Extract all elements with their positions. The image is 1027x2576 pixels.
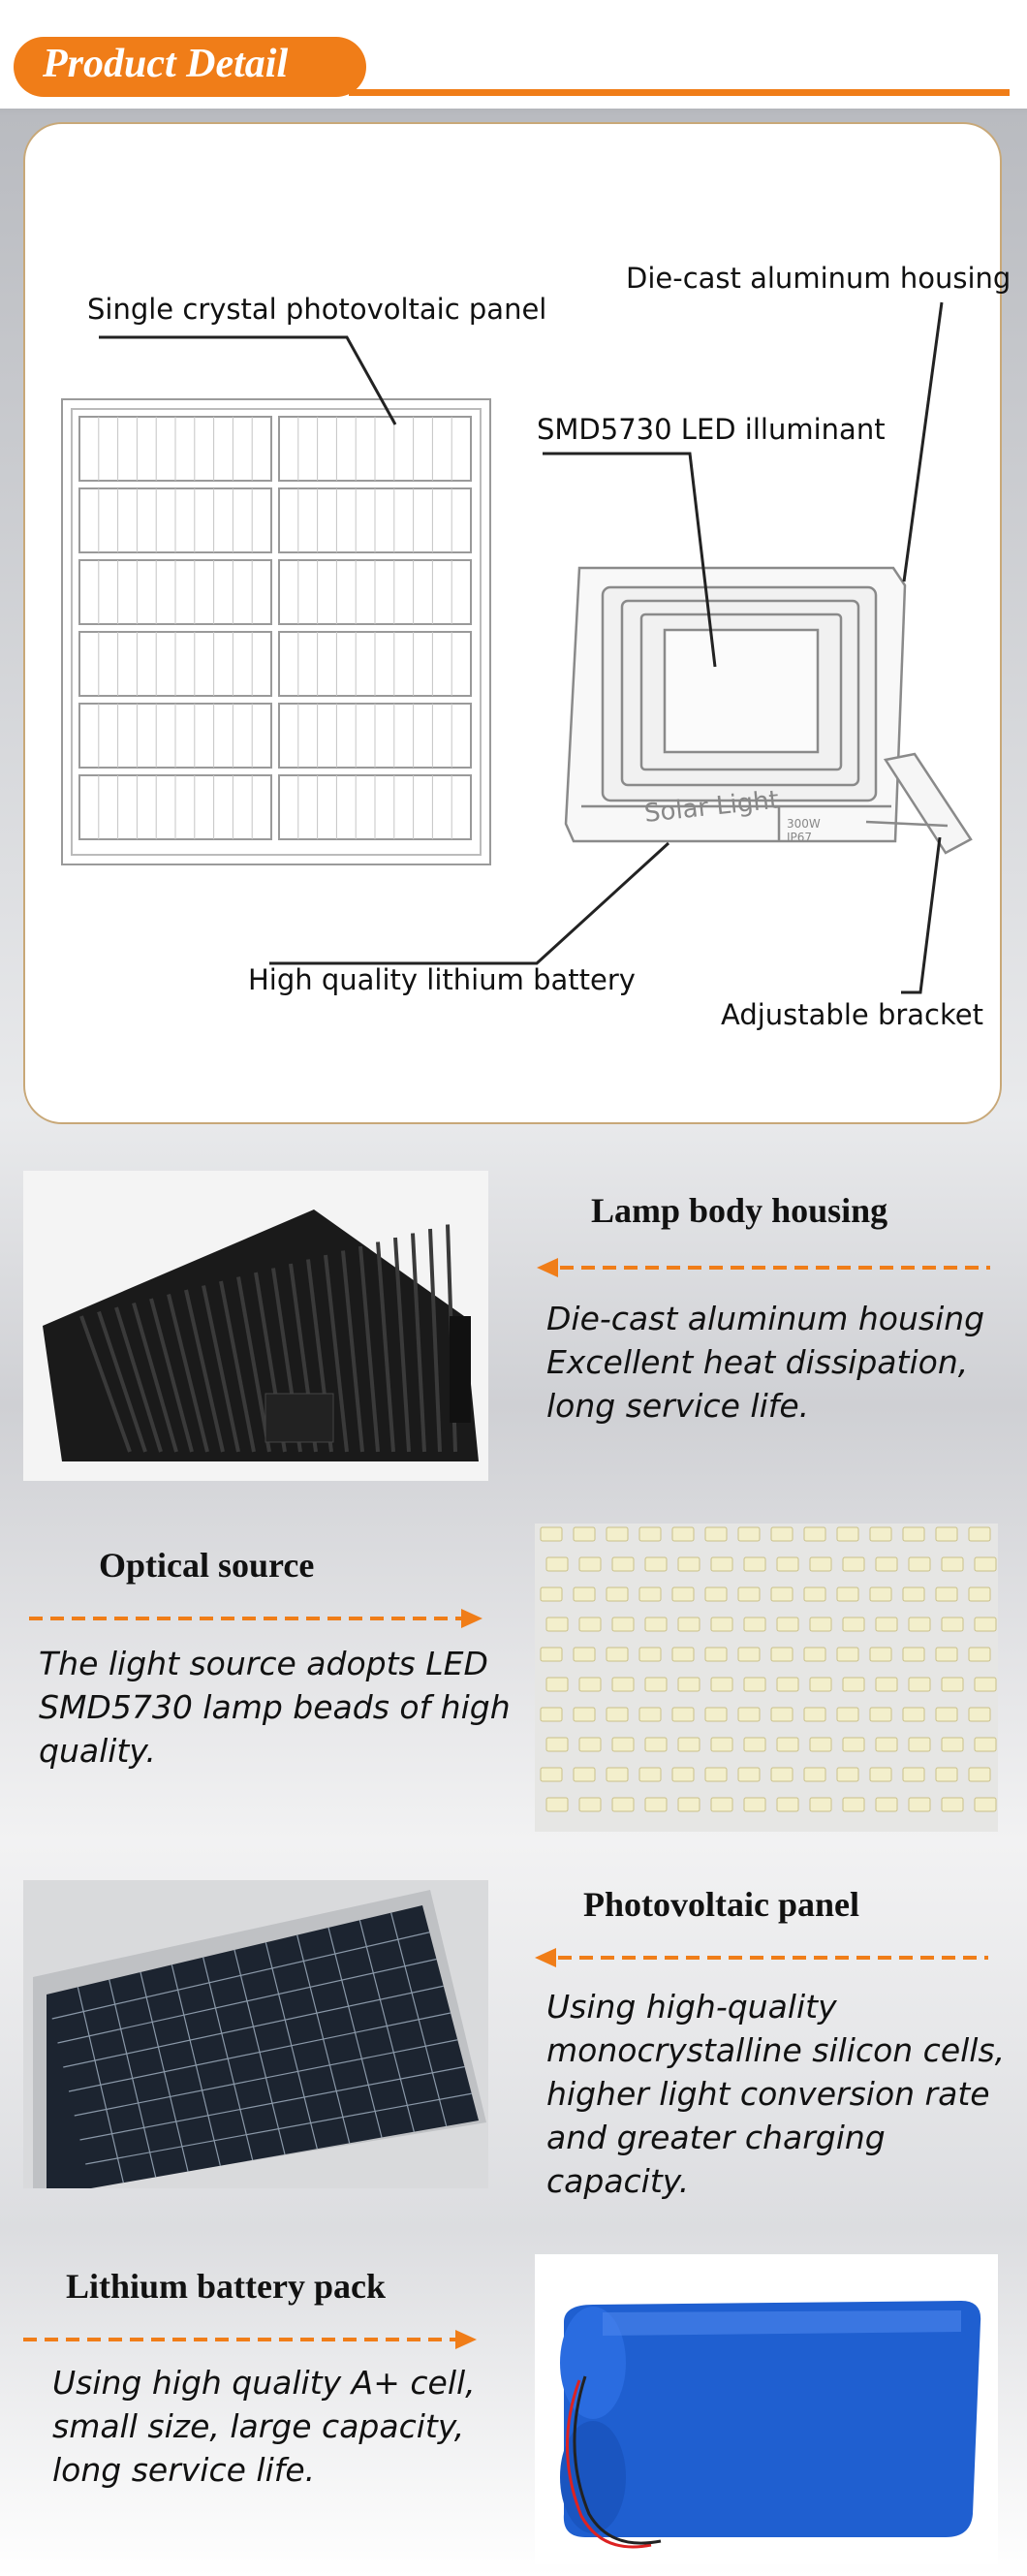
- page-title: Product Detail: [43, 42, 289, 86]
- leader-lines: [99, 301, 944, 994]
- led-beads-photo: [535, 1524, 998, 1832]
- leader-battery: [269, 841, 670, 965]
- lamp-ip-text: IP67: [787, 831, 812, 844]
- arrow-right-battery: [23, 2330, 477, 2349]
- leader-bracket: [901, 836, 942, 994]
- section-header: Product Detail: [0, 0, 1027, 109]
- label-battery: High quality lithium battery: [248, 963, 636, 996]
- header-underline: [349, 89, 1010, 96]
- feature-title-photovoltaic: Photovoltaic panel: [583, 1885, 859, 1924]
- feature-desc-optical: The light source adopts LED SMD5730 lamp…: [39, 1645, 511, 1770]
- solar-panel-sketch: [61, 398, 491, 865]
- leader-panel: [99, 335, 397, 425]
- black-aluminum-housing-photo: [23, 1171, 488, 1481]
- product-diagram: Solar Light 300W IP67: [61, 301, 973, 994]
- solar-panel-photo: [23, 1880, 488, 2188]
- label-bracket: Adjustable bracket: [721, 998, 983, 1031]
- feature-desc-housing: Die-cast aluminum housing Excellent heat…: [546, 1300, 985, 1425]
- feature-title-battery: Lithium battery pack: [66, 2267, 387, 2306]
- arrow-left-photovoltaic: [535, 1948, 988, 1967]
- blue-battery-pack-photo: [535, 2254, 998, 2564]
- feature-desc-battery: Using high quality A+ cell, small size, …: [52, 2364, 476, 2489]
- feature-desc-photovoltaic: Using high-quality monocrystalline silic…: [546, 1988, 1006, 2200]
- leader-housing: [902, 301, 944, 582]
- arrow-left-housing: [537, 1258, 990, 1277]
- feature-title-housing: Lamp body housing: [591, 1191, 888, 1230]
- flood-lamp-sketch: [564, 566, 973, 855]
- lamp-watt-text: 300W: [787, 817, 821, 831]
- arrow-right-optical: [29, 1609, 482, 1628]
- label-led: SMD5730 LED illuminant: [537, 413, 886, 446]
- label-housing: Die-cast aluminum housing: [626, 262, 1011, 295]
- leader-led: [543, 452, 717, 668]
- feature-title-optical: Optical source: [99, 1546, 315, 1585]
- header-pill: [14, 37, 366, 97]
- product-diagram-card: Solar Light 300W IP67 Single crystal pho…: [23, 122, 1011, 1124]
- label-panel: Single crystal photovoltaic panel: [87, 293, 547, 326]
